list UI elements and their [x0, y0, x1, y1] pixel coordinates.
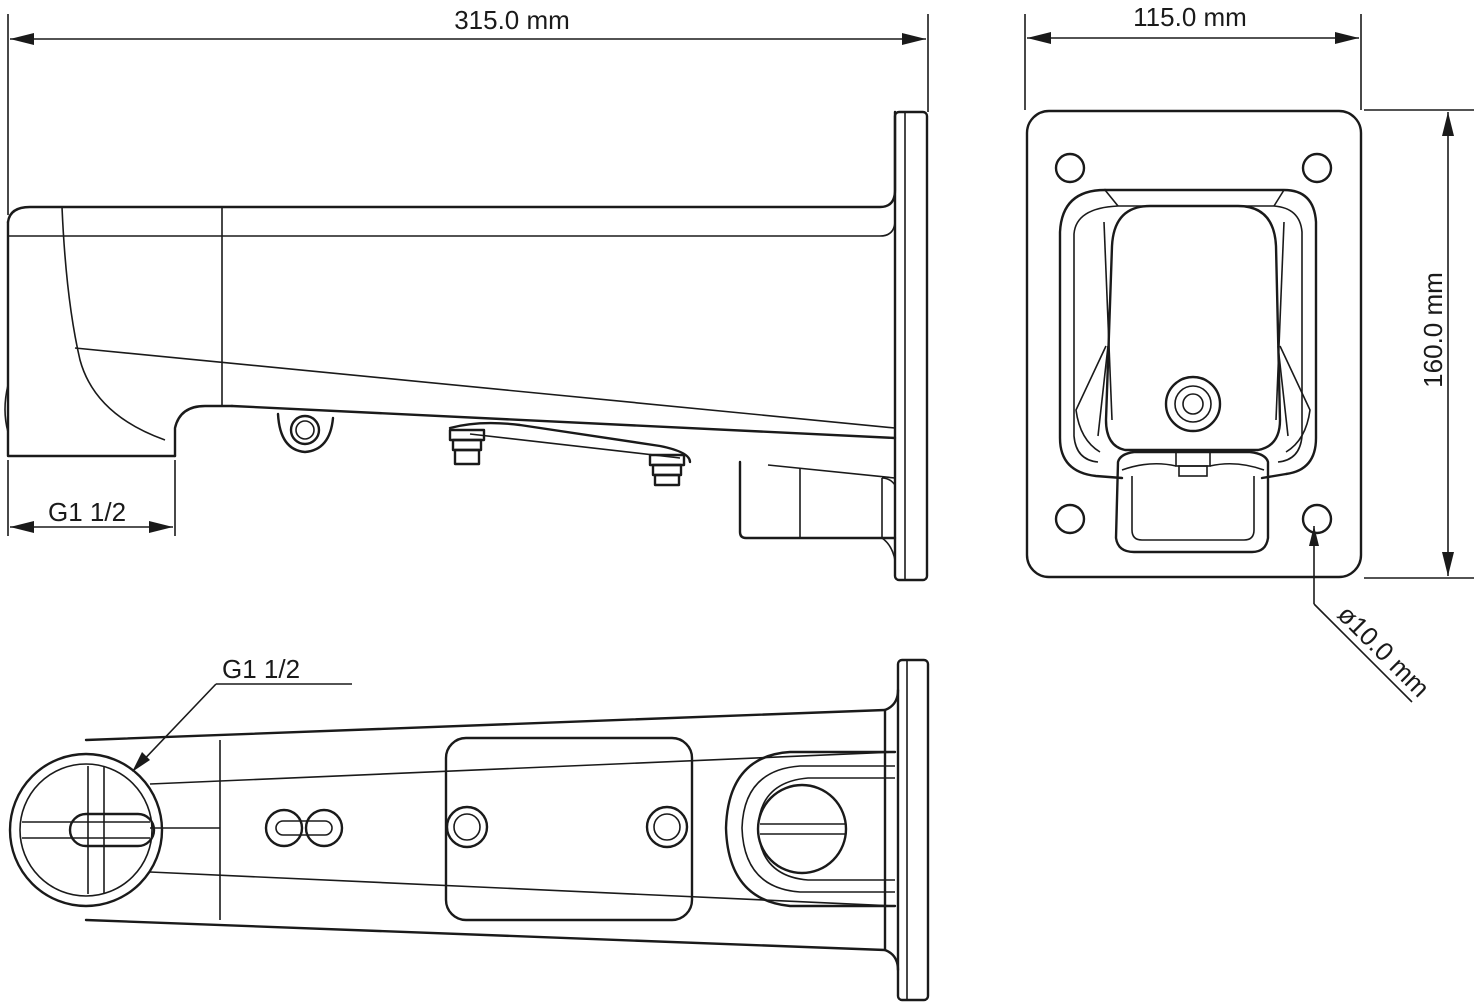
bracket-arm-side	[4, 110, 897, 458]
hole-diameter-label: ø10.0 mm	[1332, 599, 1436, 703]
thread-side-dimension: G1 1/2	[7, 460, 176, 536]
wall-plate-front	[1025, 109, 1363, 579]
mount-hole-top-right	[1301, 152, 1333, 184]
arm-profile-front	[1058, 188, 1318, 480]
thread-side-label: G1 1/2	[48, 497, 126, 527]
fitting-left-side	[448, 428, 486, 466]
wall-plate-top	[883, 658, 930, 1002]
arm-top	[84, 708, 896, 952]
plate-height-label: 160.0 mm	[1418, 272, 1448, 388]
screw-boss-side	[276, 412, 335, 454]
hole-diameter-callout: ø10.0 mm	[1309, 526, 1436, 703]
fitting-right-side	[648, 453, 686, 487]
thread-top-callout: G1 1/2	[132, 654, 352, 772]
slot-screw-top	[264, 808, 344, 848]
plate-width-label: 115.0 mm	[1133, 2, 1247, 32]
camera-end-top	[8, 752, 164, 908]
cover-screw-right	[645, 805, 689, 849]
top-view: G1 1/2	[8, 654, 930, 1002]
swivel-joint-top	[724, 750, 897, 908]
mount-hole-bottom-right	[1301, 503, 1333, 535]
mount-hole-top-left	[1054, 152, 1086, 184]
cover-screw-left	[445, 805, 489, 849]
plate-height-dimension: 160.0 mm	[1364, 109, 1474, 579]
plate-width-dimension: 115.0 mm	[1024, 2, 1362, 110]
bottom-housing-front	[1114, 450, 1270, 554]
cable-housing-side	[738, 460, 897, 561]
overall-length-label: 315.0 mm	[454, 5, 570, 35]
overall-length-dimension: 315.0 mm	[7, 5, 929, 215]
wall-plate-side	[893, 110, 929, 582]
front-view: 115.0 mm 160.0 mm	[1024, 2, 1474, 703]
side-view: 315.0 mm	[4, 5, 929, 582]
bottom-rail-side	[448, 421, 692, 464]
mount-hole-bottom-left	[1054, 503, 1086, 535]
thread-top-label: G1 1/2	[222, 654, 300, 684]
center-bolt-front	[1164, 375, 1222, 433]
access-cover-top	[444, 736, 694, 922]
